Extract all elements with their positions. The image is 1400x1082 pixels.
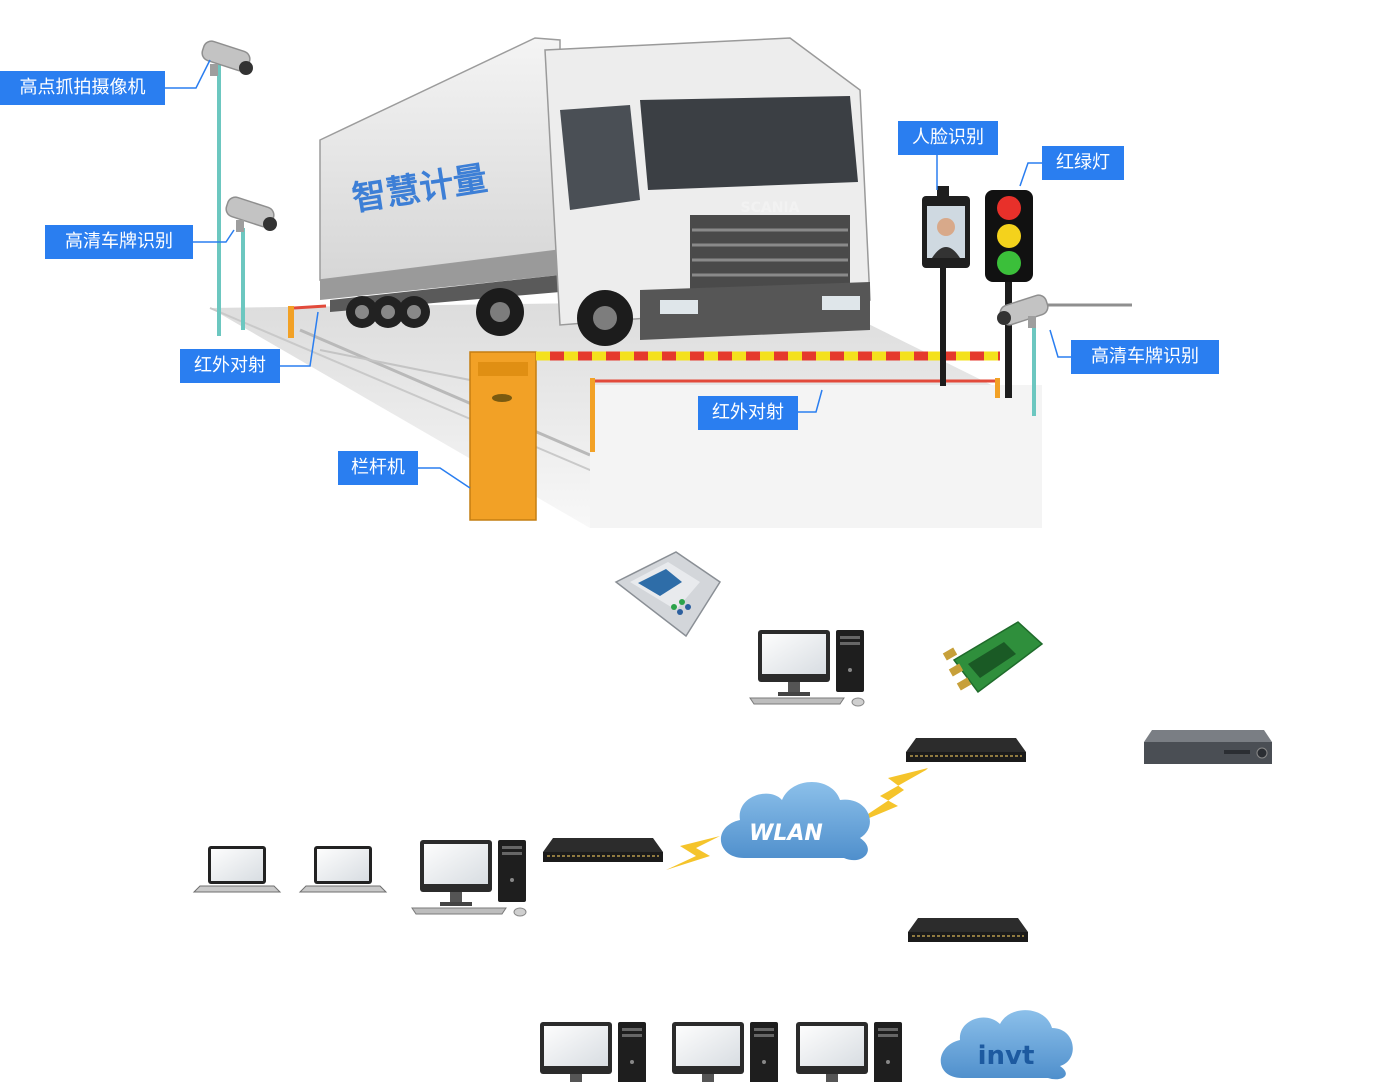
workstation-3 (787, 1021, 903, 1082)
lightning-right-icon (850, 768, 928, 826)
switch-bottom (907, 917, 1029, 943)
hd-plate-camera-right-pole (997, 294, 1132, 416)
workstation-1 (531, 1021, 647, 1082)
weighing-indicator (614, 551, 722, 638)
label-infrared-right: 红外对射 (698, 396, 798, 430)
wlan-cloud-text: WLAN (749, 821, 823, 846)
label-hd-plate-left: 高清车牌识别 (45, 225, 193, 259)
hd-plate-camera-left-pole (225, 196, 277, 330)
face-terminal (922, 186, 970, 386)
label-hd-plate-right: 高清车牌识别 (1071, 340, 1219, 374)
client-desktop (411, 839, 527, 917)
switch-left (542, 837, 664, 863)
high-camera-icon (201, 40, 253, 76)
high-camera-pole (201, 40, 253, 336)
label-barrier: 栏杆机 (338, 451, 418, 485)
traffic-light (985, 190, 1033, 398)
nvr-recorder (1144, 730, 1272, 764)
host-pc (749, 629, 865, 707)
leader-lines (165, 59, 1071, 489)
client-laptop-1 (193, 845, 281, 893)
workstation-2 (663, 1021, 779, 1082)
label-traffic-light: 红绿灯 (1042, 146, 1124, 180)
client-laptop-2 (299, 845, 387, 893)
truck-brand-text: SCANIA (741, 200, 800, 216)
label-face-recognition: 人脸识别 (898, 121, 998, 155)
truck: SCANIA 智慧计量 (319, 37, 871, 346)
barrier-gate (469, 351, 1000, 521)
label-infrared-left: 红外对射 (180, 349, 280, 383)
brand-cloud-icon: invt (940, 1010, 1073, 1080)
hd-plate-camera-left-icon (225, 196, 277, 232)
switch-top (905, 737, 1027, 763)
brand-cloud-text: invt (978, 1041, 1035, 1071)
infrared-sensor-left (288, 304, 327, 338)
wlan-cloud-icon: WLAN (720, 782, 870, 861)
lightning-left-icon (666, 836, 720, 870)
hd-plate-camera-right-icon (997, 294, 1049, 328)
label-high-camera: 高点抓拍摄像机 (0, 71, 165, 105)
infrared-sensor-right (590, 378, 1000, 452)
capture-card (942, 621, 1044, 694)
